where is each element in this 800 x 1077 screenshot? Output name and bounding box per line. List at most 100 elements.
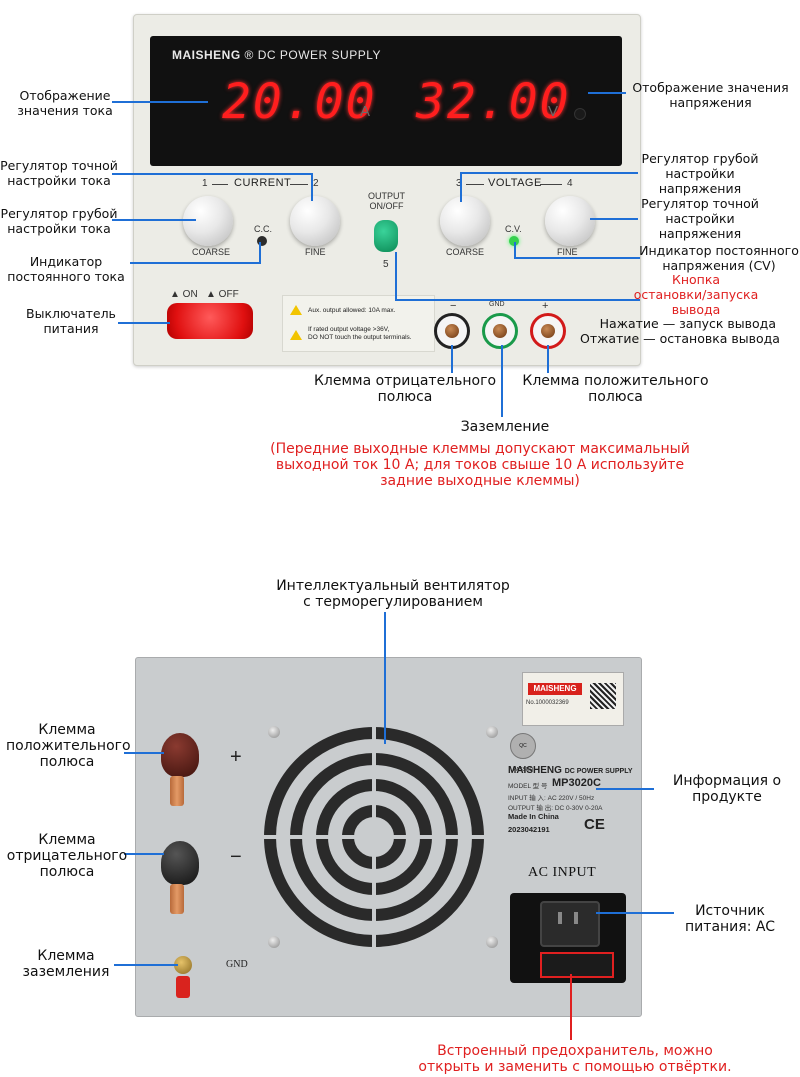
callout-line <box>112 219 196 221</box>
callout-line <box>395 252 397 300</box>
callout-line <box>124 752 164 754</box>
front-ground-terminal[interactable] <box>482 313 518 349</box>
callout-line <box>596 912 674 914</box>
socket-pin <box>558 912 562 924</box>
brand-label: MAISHENG ® DC POWER SUPPLY <box>172 48 381 62</box>
callout-line <box>130 262 260 264</box>
indicator-hole <box>574 108 586 120</box>
callout-line <box>514 242 516 258</box>
label-coarse-voltage: Регулятор грубой настройки напряжения <box>641 151 759 196</box>
label-product-info: Информация о продукте <box>672 773 782 805</box>
warning-text-1: Aux. output allowed: 10A max. <box>308 307 396 314</box>
on-off-label: ▲ ON ▲ OFF <box>170 289 239 300</box>
label-fuse: Встроенный предохранитель, можно открыть… <box>418 1043 732 1075</box>
label-cv-indicator: Индикатор постоянного напряжения (CV) <box>639 243 799 273</box>
screw <box>268 936 280 948</box>
label-num-1: 1 <box>202 178 208 189</box>
current-group-label: CURRENT <box>234 177 292 189</box>
fine-label: FINE <box>305 247 326 257</box>
warning-box <box>282 295 435 352</box>
voltage-readout: 32.00 <box>416 74 571 130</box>
screw <box>268 726 280 738</box>
minus-sign: − <box>450 300 457 312</box>
label-num-4: 4 <box>567 178 573 189</box>
label-output-desc: Нажатие — запуск вывода Отжатие — остано… <box>580 316 780 346</box>
rear-gnd-label: GND <box>226 959 248 970</box>
output-onoff-button[interactable] <box>374 220 398 252</box>
current-fine-knob[interactable] <box>290 196 340 246</box>
made-in-label: Made In China <box>508 812 559 821</box>
label-front-note: (Передние выходные клеммы допускают макс… <box>270 441 690 489</box>
label-num-3: 3 <box>456 178 462 189</box>
label-current-display: Отображение значения тока <box>17 88 113 118</box>
callout-line <box>124 853 164 855</box>
info-brand: MAISHENG DC POWER SUPPLY <box>508 765 633 776</box>
rear-positive-terminal[interactable] <box>161 733 199 777</box>
ac-input-label: AC INPUT <box>528 865 597 880</box>
callout-line <box>460 172 462 202</box>
current-coarse-knob[interactable] <box>183 196 233 246</box>
ac-power-socket[interactable] <box>540 901 600 947</box>
rear-ground-terminal[interactable] <box>174 956 192 974</box>
fan-spoke <box>264 835 484 839</box>
gnd-label: GND <box>489 301 505 308</box>
callout-line <box>590 218 638 220</box>
label-negative-terminal: Клемма отрицательного полюса <box>313 373 497 405</box>
label-voltage-display: Отображение значения напряжения <box>632 80 789 110</box>
label-num-5: 5 <box>383 259 389 270</box>
callout-line <box>118 322 170 324</box>
callout-line <box>451 345 453 373</box>
group-line <box>290 184 308 185</box>
rear-negative-terminal[interactable] <box>161 841 199 885</box>
callout-line <box>570 974 572 1040</box>
front-positive-terminal[interactable] <box>530 313 566 349</box>
label-ground: Заземление <box>460 419 550 435</box>
display-window <box>150 36 622 166</box>
label-rear-ground: Клемма заземления <box>22 948 110 980</box>
label-output-button: Кнопка остановки/запуска вывода <box>633 272 759 317</box>
label-power-switch: Выключатель питания <box>26 306 116 336</box>
callout-line <box>460 172 638 174</box>
front-negative-terminal[interactable] <box>434 313 470 349</box>
warning-icon <box>290 305 302 315</box>
socket-pin <box>574 912 578 924</box>
coarse-label: COARSE <box>192 247 231 257</box>
ce-mark: CE <box>584 816 605 833</box>
cc-label: C.C. <box>254 224 272 234</box>
model-label: MODEL 型 号 <box>508 783 548 790</box>
current-readout: 20.00 <box>222 74 377 130</box>
voltage-fine-knob[interactable] <box>545 196 595 246</box>
warning-text-2: If rated output voltage >36V, DO NOT tou… <box>308 326 412 341</box>
serial-number: 2023042191 <box>508 825 550 834</box>
label-coarse-current: Регулятор грубой настройки тока <box>0 206 118 236</box>
label-rear-positive: Клемма положительного полюса <box>6 722 131 770</box>
fuse-holder[interactable] <box>540 952 614 978</box>
terminal-lug <box>170 776 184 806</box>
label-rear-negative: Клемма отрицательного полюса <box>6 832 128 880</box>
label-positive-terminal: Клемма положительного полюса <box>522 373 709 405</box>
plus-sign: + <box>542 300 549 312</box>
callout-line <box>259 242 261 264</box>
cv-label: C.V. <box>505 224 522 234</box>
qc-passed-badge: QC PASSED <box>510 733 536 773</box>
coarse-label: COARSE <box>446 247 485 257</box>
label-power-source: Источник питания: AC <box>685 903 775 935</box>
ground-tag <box>176 976 190 998</box>
callout-line <box>311 173 313 201</box>
fine-label: FINE <box>557 247 578 257</box>
callout-line <box>114 964 178 966</box>
screw <box>486 726 498 738</box>
rear-minus-sign: − <box>230 846 242 868</box>
callout-line <box>501 345 503 417</box>
cc-indicator-led <box>257 236 267 246</box>
group-line <box>212 184 228 185</box>
output-line: OUTPUT 输 出: DC 0-30V 0-20A <box>508 805 603 812</box>
output-onoff-label: OUTPUT ON/OFF <box>368 191 405 211</box>
current-unit: A <box>360 103 371 120</box>
voltage-group-label: VOLTAGE <box>488 177 542 189</box>
voltage-coarse-knob[interactable] <box>440 196 490 246</box>
label-cc-indicator: Индикатор постоянного тока <box>7 254 125 284</box>
callout-line <box>514 257 640 259</box>
rear-plus-sign: + <box>230 746 242 768</box>
power-switch[interactable] <box>167 303 253 339</box>
